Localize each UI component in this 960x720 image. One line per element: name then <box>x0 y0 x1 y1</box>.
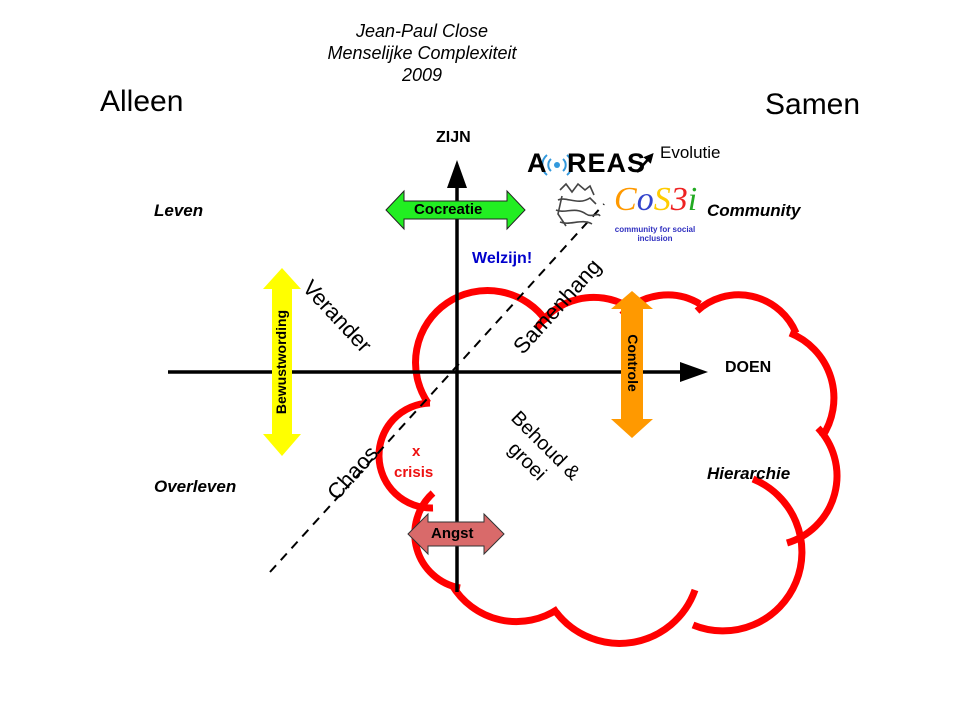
alleen-label: Alleen <box>100 85 184 118</box>
stad-van-morgen-logo <box>555 182 601 227</box>
cosbi-letter-3: 3 <box>670 181 688 218</box>
angst-arrow <box>407 512 505 556</box>
cloud-arc <box>691 475 806 635</box>
zijn-axis-label: ZIJN <box>436 129 471 146</box>
evolutie-label: Evolutie <box>660 143 721 162</box>
doen-axis-label: DOEN <box>725 359 772 376</box>
samen-label: Samen <box>765 88 861 121</box>
diagram-year: 2009 <box>401 65 443 85</box>
cloud-arc <box>534 293 629 330</box>
cosbi-subtitle-line2: inclusion <box>637 234 673 243</box>
cloud-arc <box>375 399 434 512</box>
community-label: Community <box>707 201 801 220</box>
crisis-label: crisis <box>394 464 434 481</box>
cosbi-letter-i: i <box>687 181 698 218</box>
overleven-label: Overleven <box>154 477 237 496</box>
cloud-arc <box>448 583 560 626</box>
cosbi-letter-s: S <box>653 181 671 218</box>
areas-wifi-icon <box>541 154 573 176</box>
author-name: Jean-Paul Close <box>355 21 489 41</box>
vertical-axis-arrowhead <box>447 160 467 188</box>
diagram-title: Menselijke Complexiteit <box>327 43 517 63</box>
cosbi-letter-c: C <box>614 181 637 218</box>
cloud-arc <box>788 329 838 439</box>
cloud-arc <box>553 588 699 647</box>
cocreatie-arrow <box>385 189 526 231</box>
cloud-arc <box>785 425 841 547</box>
controle-label: Controle <box>625 334 641 392</box>
cloud-arc <box>694 291 800 335</box>
cocreatie-label: Cocreatie <box>414 201 483 218</box>
hierarchie-label: Hierarchie <box>707 464 791 483</box>
cosbi-logo: CoS3i <box>614 182 697 218</box>
welzijn-label: Welzijn! <box>472 250 533 267</box>
bewustwording-label: Bewustwording <box>273 309 289 415</box>
cosbi-subtitle-line1: community for social <box>614 225 696 234</box>
controle-arrow <box>611 291 653 438</box>
cosbi-letter-o: o <box>636 181 654 218</box>
samenhang-dashed-line <box>269 203 605 573</box>
areas-logo-a: A <box>527 148 548 178</box>
horizontal-axis-arrowhead <box>680 362 708 382</box>
angst-label: Angst <box>431 525 474 542</box>
evolutie-arrow <box>636 152 654 173</box>
leven-label: Leven <box>154 201 204 220</box>
crisis-x-label: x <box>412 443 421 460</box>
bewustwording-arrow <box>263 268 301 456</box>
areas-logo-reas: REAS <box>567 148 647 178</box>
